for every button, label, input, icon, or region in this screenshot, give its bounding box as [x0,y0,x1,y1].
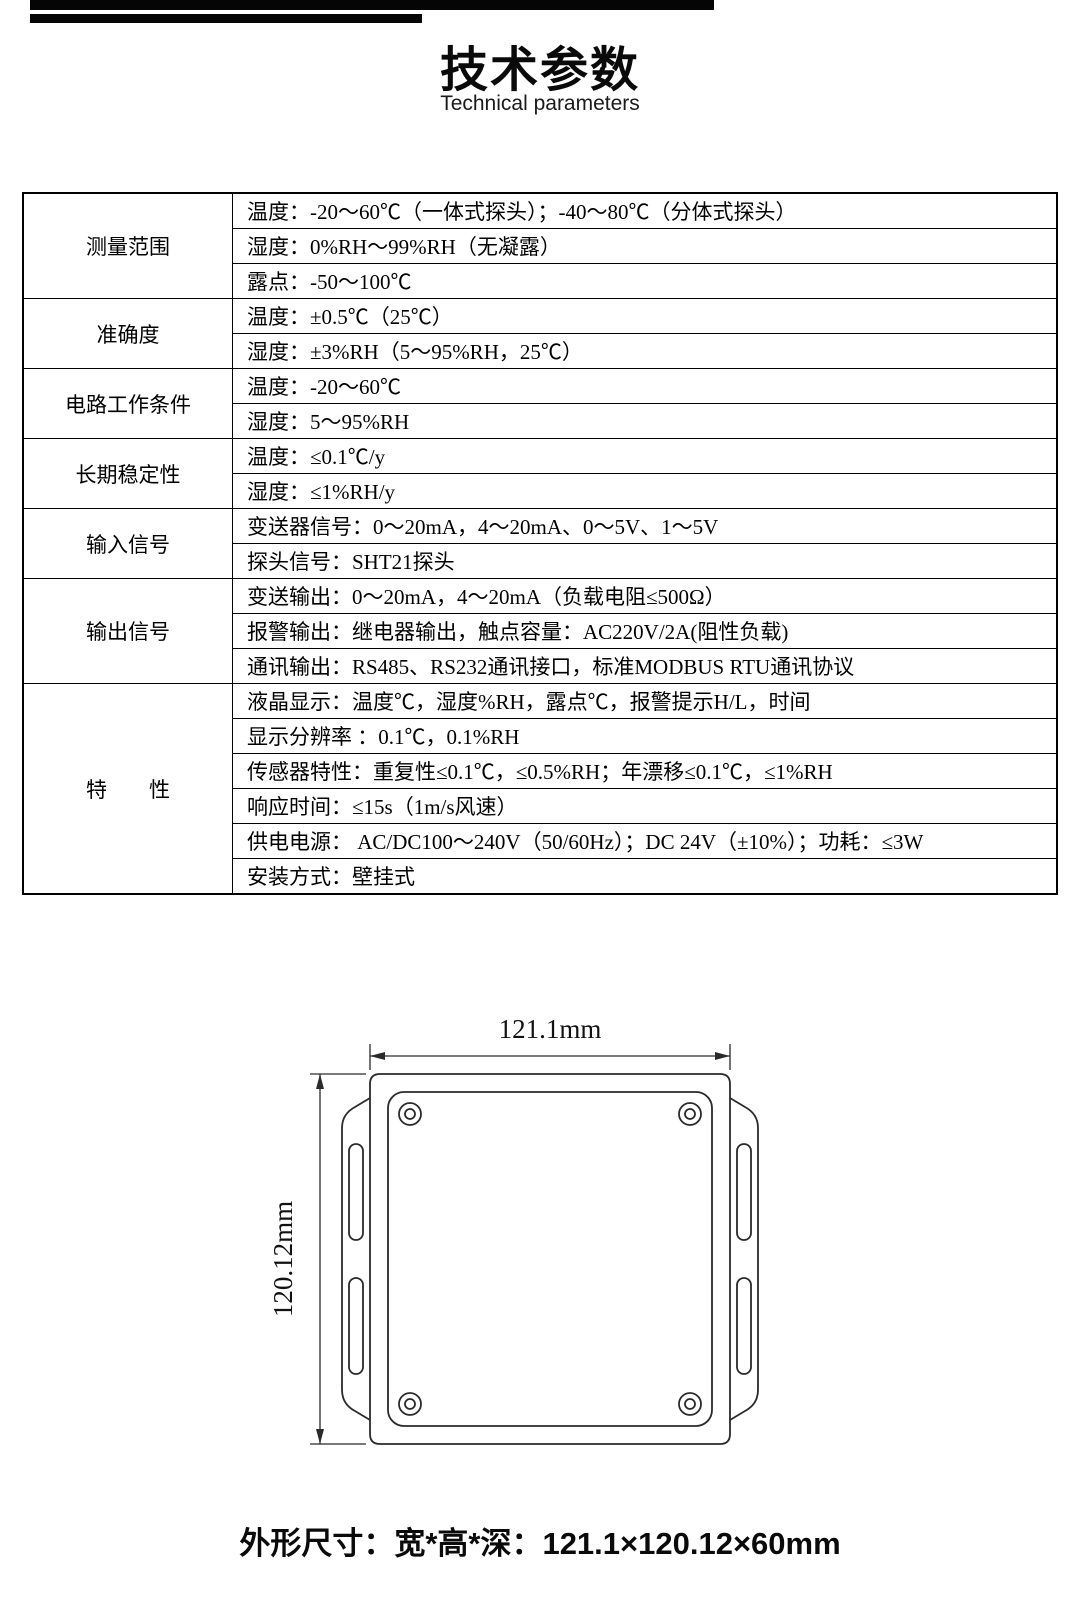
table-row: 供电电源： AC/DC100～240V（50/60Hz）；DC 24V（±10%… [23,823,1058,859]
table-row: 湿度：0%RH～99%RH（无凝露） [23,228,1058,264]
spec-value-cell: 安装方式：壁挂式 [232,858,1058,895]
table-row: 长期稳定性 温度：≤0.1℃/y [22,438,1058,509]
spec-value-cell: 温度：-20～60℃ [232,368,1058,404]
enclosure-outline [341,1073,759,1445]
table-row: 测量范围 温度：-20～60℃（一体式探头）；-40～80℃（分体式探头） [22,192,1058,299]
spec-value-cell: 变送输出：0～20mA，4～20mA（负载电阻≤500Ω） [232,578,1058,614]
overall-dimensions-text: 外形尺寸：宽*高*深：121.1×120.12×60mm [239,1526,841,1561]
spec-value-cell: 探头信号：SHT21探头 [232,543,1058,579]
cropped-header-bar-2 [30,14,422,23]
table-row: 响应时间：≤15s（1m/s风速） [23,788,1058,824]
spec-group-label: 准确度 [22,298,233,369]
spec-group-label: 测量范围 [22,192,233,299]
spec-value-cell: 响应时间：≤15s（1m/s风速） [232,788,1058,824]
table-row: 准确度 温度：±0.5℃（25℃） [22,298,1058,369]
screw-bottom-left [398,1392,422,1416]
table-row: 通讯输出：RS485、RS232通讯接口，标准MODBUS RTU通讯协议 [23,648,1058,684]
table-row: 传感器特性：重复性≤0.1℃，≤0.5%RH；年漂移≤0.1℃，≤1%RH [23,753,1058,789]
dimension-arrowheads [316,1052,730,1444]
spec-value-cell: 报警输出：继电器输出，触点容量：AC220V/2A(阻性负载) [232,613,1058,649]
spec-group-label: 电路工作条件 [22,368,233,439]
cropped-header-bar-1 [30,0,714,10]
table-row: 输出信号 变送输出：0～20mA，4～20mA（负载电阻≤500Ω） [22,578,1058,684]
table-row: 电路工作条件 温度：-20～60℃ [22,368,1058,439]
spec-group-label: 输入信号 [22,508,233,579]
table-row: 输入信号 变送器信号：0～20mA，4～20mA、0～5V、1～5V [22,508,1058,579]
spec-group-label: 长期稳定性 [22,438,233,509]
dimension-lines [310,1044,731,1445]
spec-value-cell: 湿度：≤1%RH/y [232,473,1058,509]
spec-value-cell: 变送器信号：0～20mA，4～20mA、0～5V、1～5V [232,508,1058,544]
table-row: 特 性 液晶显示：温度℃，湿度%RH，露点℃，报警提示H/L，时间 [22,683,1058,895]
page-title: 技术参数 [439,44,640,97]
spec-value-cell: 传感器特性：重复性≤0.1℃，≤0.5%RH；年漂移≤0.1℃，≤1%RH [232,753,1058,789]
spec-value-cell: 显示分辨率 ：0.1℃，0.1%RH [232,718,1058,754]
screw-top-right [678,1102,702,1126]
screw-bottom-right [678,1392,702,1416]
spec-value-cell: 露点：-50～100℃ [232,263,1058,299]
height-dimension-label: 120.12mm [270,1201,298,1317]
table-row: 探头信号：SHT21探头 [23,543,1058,579]
spec-value-cell: 供电电源： AC/DC100～240V（50/60Hz）；DC 24V（±10%… [232,823,1058,859]
screw-top-left [398,1102,422,1126]
spec-value-cell: 湿度：±3%RH（5～95%RH，25℃） [232,333,1058,369]
spec-value-cell: 温度：±0.5℃（25℃） [232,298,1058,334]
table-row: 安装方式：壁挂式 [23,858,1058,895]
spec-value-cell: 湿度：5～95%RH [232,403,1058,439]
table-row: 湿度：±3%RH（5～95%RH，25℃） [23,333,1058,369]
spec-table: 测量范围 温度：-20～60℃（一体式探头）；-40～80℃（分体式探头） 湿度… [22,192,1058,895]
spec-value-cell: 湿度：0%RH～99%RH（无凝露） [232,228,1058,264]
page-subtitle: Technical parameters [440,92,640,115]
spec-value-cell: 通讯输出：RS485、RS232通讯接口，标准MODBUS RTU通讯协议 [232,648,1058,684]
spec-value-cell: 温度：≤0.1℃/y [232,438,1058,474]
spec-group-label: 特 性 [22,683,233,895]
table-row: 露点：-50～100℃ [23,263,1058,299]
spec-value-cell: 液晶显示：温度℃，湿度%RH，露点℃，报警提示H/L，时间 [232,683,1058,719]
spec-group-label: 输出信号 [22,578,233,684]
spec-value-cell: 温度：-20～60℃（一体式探头）；-40～80℃（分体式探头） [232,192,1058,229]
width-dimension-label: 121.1mm [499,1014,602,1044]
enclosure-drawing: 121.1mm 120.12mm [270,1014,759,1445]
